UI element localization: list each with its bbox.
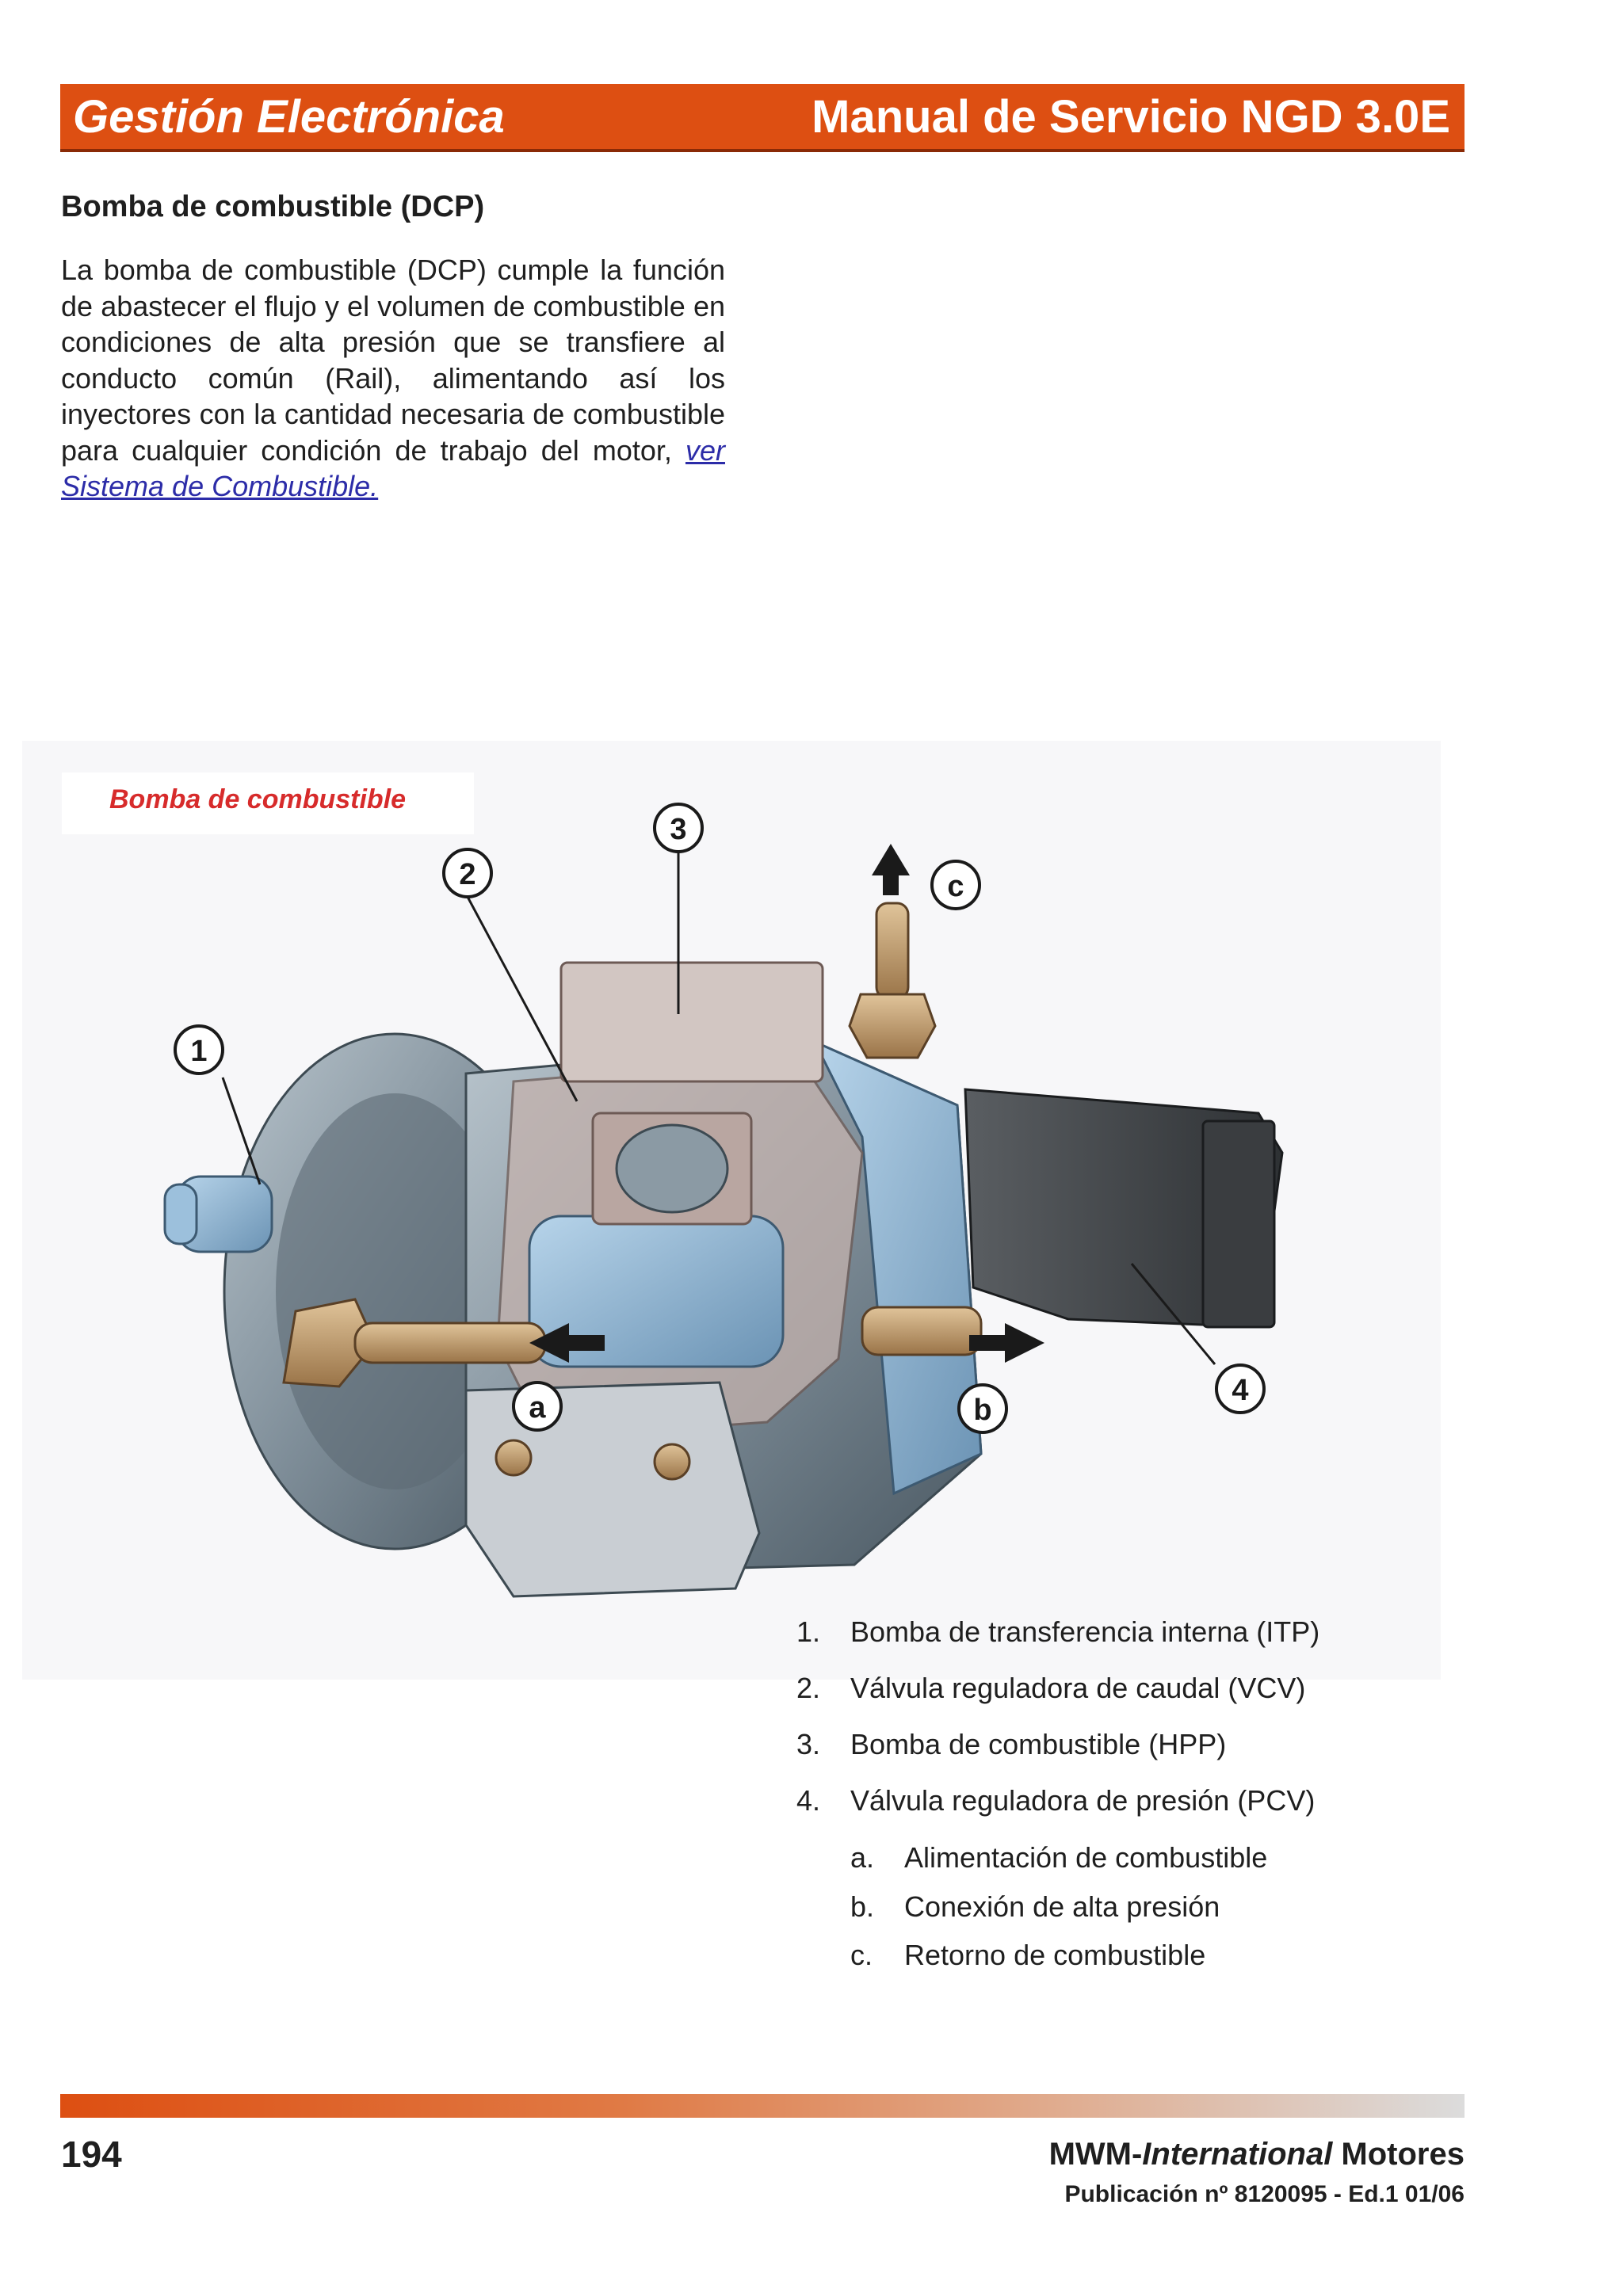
body-paragraph: La bomba de combustible (DCP) cumple la … — [61, 252, 725, 505]
fuel-pump-illustration: 1 2 3 4 a b c — [62, 772, 1284, 1598]
outlet-fitting — [861, 1306, 983, 1356]
paragraph-text: La bomba de combustible (DCP) cumple la … — [61, 254, 725, 467]
svg-text:a: a — [529, 1391, 546, 1425]
arrow-left-icon — [529, 1323, 605, 1363]
header-bar: Gestión Electrónica Manual de Servicio N… — [60, 84, 1465, 152]
callout-4: 4 — [1215, 1363, 1266, 1414]
svg-text:3: 3 — [670, 813, 686, 846]
section-title: Bomba de combustible (DCP) — [61, 190, 485, 223]
svg-text:2: 2 — [459, 858, 475, 891]
footer-brand: MWM-International Motores — [1048, 2137, 1465, 2172]
footer-publication: Publicación nº 8120095 - Ed.1 01/06 — [1064, 2181, 1465, 2207]
callout-b: b — [957, 1383, 1008, 1434]
callout-a: a — [512, 1381, 563, 1432]
svg-text:b: b — [973, 1394, 991, 1427]
callout-3: 3 — [653, 803, 704, 853]
arrow-up-icon — [872, 844, 910, 895]
header-manual-title: Manual de Servicio NGD 3.0E — [812, 91, 1450, 143]
return-fitting — [875, 902, 910, 1000]
callout-1: 1 — [174, 1024, 224, 1075]
page-number: 194 — [61, 2134, 122, 2175]
arrow-right-icon — [969, 1323, 1044, 1363]
pump-figure: 1 2 3 4 a b c Bomba de combustible — [22, 741, 1441, 1680]
cross-reference-link[interactable]: ver Sistema de Combustible. — [61, 433, 725, 503]
svg-text:1: 1 — [190, 1035, 207, 1068]
header-section-title: Gestión Electrónica — [73, 91, 505, 143]
svg-text:c: c — [947, 870, 964, 903]
callout-c: c — [930, 860, 981, 910]
figure-caption: Bomba de combustible — [109, 784, 407, 814]
callout-2: 2 — [442, 848, 493, 898]
svg-text:4: 4 — [1232, 1374, 1248, 1407]
inlet-fitting — [282, 1298, 376, 1388]
footer-gradient-bar — [60, 2094, 1465, 2118]
